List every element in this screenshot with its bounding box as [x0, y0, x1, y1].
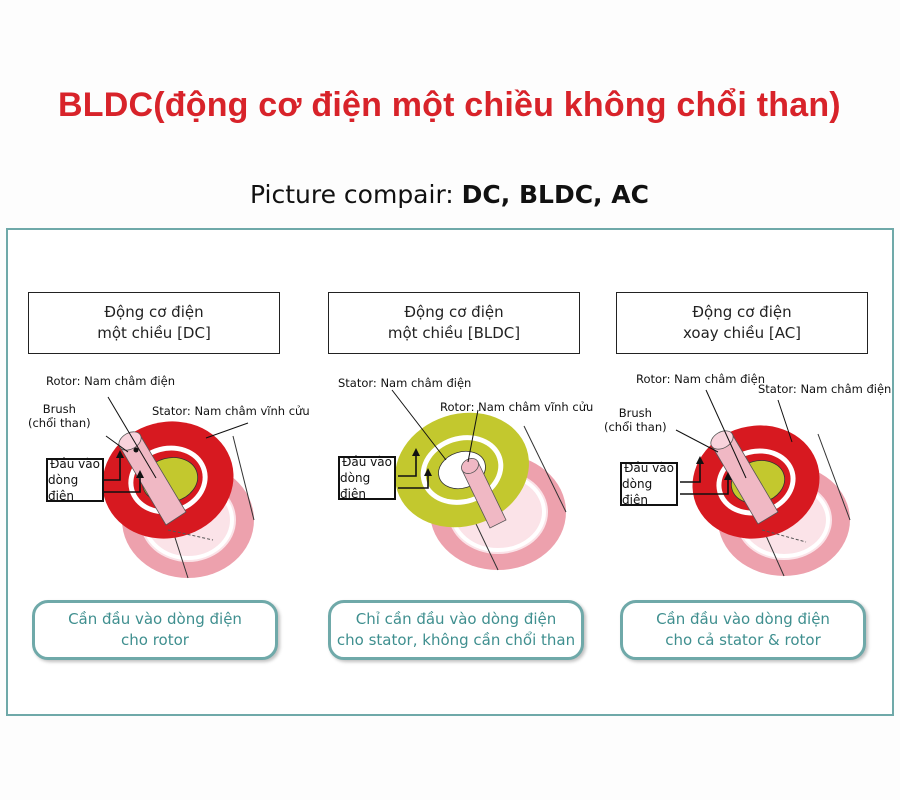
panel-dc: Động cơ điện một chiều [DC]: [28, 230, 310, 690]
subtitle-emphasis: DC, BLDC, AC: [461, 180, 649, 209]
ac-label-brush-line1: Brush: [618, 406, 652, 420]
panel-ac-header: Động cơ điện xoay chiều [AC]: [616, 292, 868, 354]
ac-input-line2: dòng điện: [622, 477, 653, 507]
comparison-frame: Động cơ điện một chiều [DC]: [6, 228, 894, 716]
bldc-input-line2: dòng điện: [340, 471, 371, 501]
panel-bldc: Động cơ điện một chiều [BLDC] Stator: Na…: [328, 230, 608, 690]
bldc-input-box: Đầu vào dòng điện: [338, 455, 396, 501]
bldc-label-stator: Stator: Nam châm điện: [338, 376, 472, 390]
dc-input-line2: dòng điện: [48, 473, 79, 503]
panel-ac-footer-line2: cho cả stator & rotor: [665, 631, 821, 649]
dc-label-brush-line1: Brush: [42, 402, 76, 416]
panel-bldc-header-line1: Động cơ điện: [404, 303, 504, 321]
ac-motor-diagram: [675, 389, 851, 577]
dc-label-brush: Brush (chổi than): [28, 402, 91, 430]
subtitle-prefix: Picture compair:: [250, 180, 462, 209]
dc-label-rotor: Rotor: Nam châm điện: [46, 374, 175, 388]
ac-label-stator: Stator: Nam châm điện: [758, 382, 892, 396]
dc-motor-diagram: [102, 396, 255, 579]
panel-dc-footer: Cần đầu vào dòng điện cho rotor: [32, 600, 278, 660]
panel-dc-footer-line1: Cần đầu vào dòng điện: [68, 610, 242, 628]
dc-label-stator: Stator: Nam châm vĩnh cửu: [152, 404, 310, 418]
panel-ac: Động cơ điện xoay chiều [AC] Rotor: Nam …: [604, 230, 896, 690]
panel-bldc-footer: Chỉ cần đầu vào dòng điện cho stator, kh…: [328, 600, 584, 660]
ac-label-brush: Brush (chổi than): [604, 406, 667, 434]
ac-input-box: Đầu vào dòng điện: [620, 461, 678, 507]
panel-dc-header-line2: một chiều [DC]: [97, 324, 211, 342]
page-title: BLDC(động cơ điện một chiều không chổi t…: [58, 86, 841, 124]
ac-input-line1: Đầu vào: [624, 461, 674, 475]
panel-dc-header-line1: Động cơ điện: [104, 303, 204, 321]
bldc-input-line1: Đầu vào: [342, 455, 392, 469]
dc-input-box: Đầu vào dòng điện: [46, 457, 104, 503]
ac-label-brush-line2: (chổi than): [604, 420, 667, 434]
panel-ac-footer-line1: Cần đầu vào dòng điện: [656, 610, 830, 628]
panel-ac-header-line1: Động cơ điện: [692, 303, 792, 321]
panel-dc-footer-line2: cho rotor: [121, 631, 189, 649]
panel-bldc-header: Động cơ điện một chiều [BLDC]: [328, 292, 580, 354]
ac-label-rotor: Rotor: Nam châm điện: [636, 372, 765, 386]
page-subtitle: Picture compair: DC, BLDC, AC: [250, 180, 649, 209]
panel-ac-footer: Cần đầu vào dòng điện cho cả stator & ro…: [620, 600, 866, 660]
dc-label-brush-line2: (chổi than): [28, 416, 91, 430]
panel-dc-header: Động cơ điện một chiều [DC]: [28, 292, 280, 354]
bldc-motor-diagram: [391, 389, 567, 571]
dc-input-line1: Đầu vào: [50, 457, 100, 471]
panel-bldc-header-line2: một chiều [BLDC]: [387, 324, 521, 342]
panel-ac-header-line2: xoay chiều [AC]: [682, 324, 802, 342]
panel-bldc-footer-line1: Chỉ cần đầu vào dòng điện: [355, 610, 557, 628]
panel-bldc-footer-line2: cho stator, không cần chổi than: [336, 631, 576, 649]
bldc-label-rotor: Rotor: Nam châm vĩnh cửu: [440, 400, 594, 414]
